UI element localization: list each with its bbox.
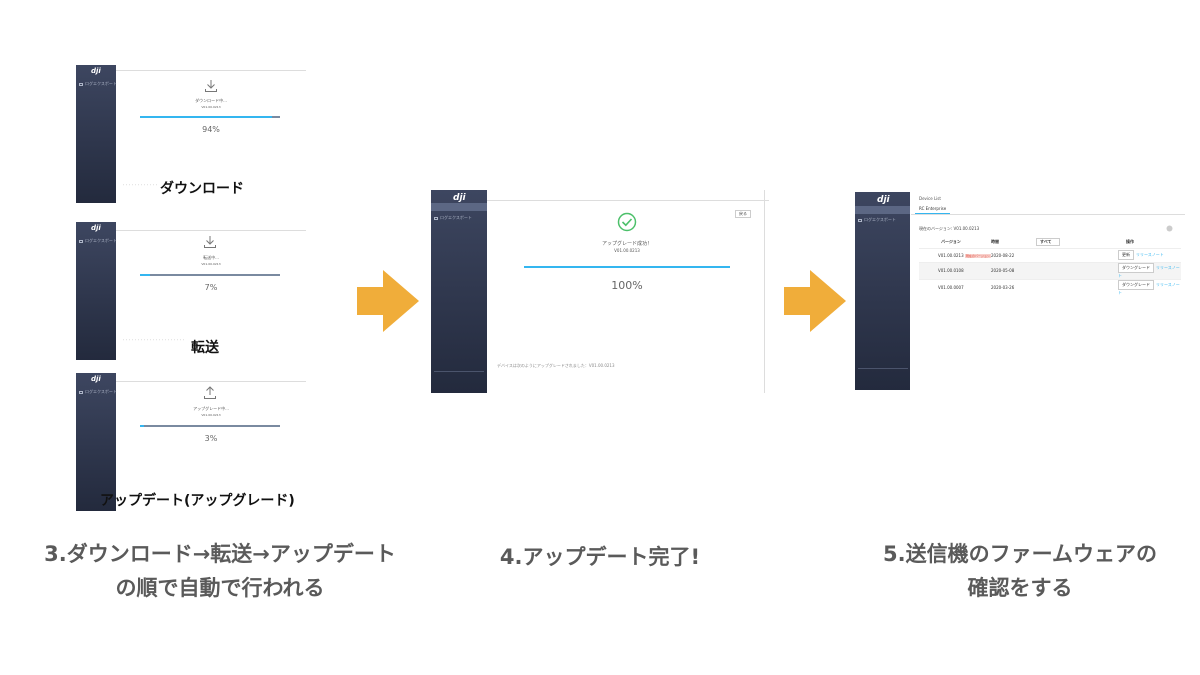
download-icon bbox=[203, 235, 217, 249]
sidebar-item-log-export[interactable]: ログエクスポート bbox=[79, 238, 117, 244]
status-text: アップグレード成功！ bbox=[601, 241, 652, 247]
export-icon bbox=[79, 82, 83, 86]
version-text: V01.00.0213 bbox=[201, 105, 221, 109]
dji-logo: dji bbox=[91, 67, 101, 75]
progress-bar bbox=[140, 274, 280, 276]
upload-icon bbox=[203, 386, 217, 400]
release-notes-link[interactable]: リリースノート bbox=[1118, 281, 1180, 295]
sidebar-item-firmware[interactable] bbox=[855, 206, 910, 214]
progress-bar bbox=[524, 266, 730, 268]
export-icon bbox=[434, 216, 438, 220]
status-text: アップグレード中... bbox=[193, 406, 229, 411]
status-text: 転送中... bbox=[203, 255, 219, 260]
sidebar: dji ログエクスポート bbox=[431, 190, 487, 393]
release-notes-link[interactable]: リリースノート bbox=[1118, 264, 1180, 278]
sidebar: dji ログエクスポート bbox=[76, 373, 117, 511]
sidebar: dji ログエクスポート bbox=[76, 65, 117, 203]
download-label: ダウンロード bbox=[160, 181, 244, 197]
arrow-right-icon bbox=[784, 270, 846, 332]
progress-percent: 3% bbox=[204, 434, 218, 443]
upgrade-screenshot: dji ログエクスポート アップグレード中... V01.00.0213 3% bbox=[76, 373, 306, 511]
download-icon bbox=[204, 79, 218, 93]
export-icon bbox=[858, 218, 862, 222]
version-text: V01.00.0213 bbox=[201, 413, 221, 417]
table-row: V01.00.0108 2020-05-08 ダウングレードリリースノート bbox=[919, 261, 1181, 279]
sidebar-item-log-export[interactable]: ログエクスポート bbox=[79, 81, 117, 87]
downgrade-button[interactable]: ダウングレード bbox=[1118, 279, 1154, 290]
dji-logo: dji bbox=[91, 375, 101, 383]
downgrade-button[interactable]: ダウングレード bbox=[1118, 262, 1154, 273]
footnote-text: デバイスは次のようにアップグレードされました：V01.00.0213 bbox=[497, 363, 615, 368]
transfer-screenshot: dji ログエクスポート 転送中... V01.00.0213 7% ・・・・・… bbox=[76, 222, 306, 360]
progress-percent: 100% bbox=[611, 279, 643, 292]
column-version: バージョン bbox=[941, 238, 961, 244]
download-screenshot: dji ログエクスポート ダウンロード中... V01.00.0213 94% … bbox=[76, 65, 306, 203]
sidebar-footer bbox=[858, 368, 908, 382]
step5-caption: 5.送信機のファームウェアの 確認をする bbox=[883, 542, 1157, 600]
progress-bar bbox=[140, 425, 280, 427]
dji-logo: dji bbox=[453, 193, 466, 203]
progress-bar bbox=[140, 116, 280, 118]
check-circle-icon bbox=[617, 212, 637, 232]
sidebar-footer bbox=[434, 371, 484, 385]
breadcrumb[interactable]: Device List bbox=[919, 196, 941, 201]
arrow-right-icon bbox=[357, 270, 419, 332]
export-icon bbox=[79, 239, 83, 243]
transfer-label: 転送 bbox=[191, 340, 219, 356]
version-text: V01.00.0213 bbox=[614, 248, 640, 253]
progress-percent: 7% bbox=[204, 283, 218, 292]
update-button[interactable]: 更新 bbox=[1118, 250, 1134, 260]
column-time: 時間 bbox=[991, 238, 999, 244]
release-notes-link[interactable]: リリースノート bbox=[1136, 252, 1164, 257]
sidebar-item-log-export[interactable]: ログエクスポート bbox=[79, 389, 117, 395]
sidebar-item-log-export[interactable]: ログエクスポート bbox=[858, 217, 896, 223]
dji-logo: dji bbox=[877, 195, 890, 205]
progress-percent: 94% bbox=[202, 125, 220, 134]
back-button[interactable]: 戻る bbox=[735, 210, 751, 218]
version-text: V01.00.0213 bbox=[201, 262, 221, 266]
upgrade-label: アップデート(アップグレード) bbox=[100, 493, 295, 509]
table-row: V01.00.0007 2020-03-26 ダウングレードリリースノート bbox=[919, 278, 1181, 296]
sidebar-item-firmware[interactable] bbox=[431, 203, 487, 211]
current-version-badge: 現在のバージョン bbox=[964, 253, 991, 258]
info-icon[interactable] bbox=[1166, 225, 1173, 232]
export-icon bbox=[79, 390, 83, 394]
upgrade-complete-screenshot: dji ログエクスポート 戻る アップグレード成功！ V01.00.0213 1… bbox=[431, 190, 769, 393]
sidebar-item-log-export[interactable]: ログエクスポート bbox=[434, 215, 472, 221]
step4-caption: 4.アップデート完了! bbox=[499, 545, 701, 569]
step3-caption: 3.ダウンロード→転送→アップデート の順で自動で行われる bbox=[44, 542, 396, 600]
table-row: V01.00.0213 現在のバージョン 2020-08-22 更新リリースノー… bbox=[919, 247, 1181, 262]
tab-rc-enterprise[interactable]: RC Enterprise bbox=[915, 205, 951, 214]
current-version: 現在のバージョン: V01.00.0213 bbox=[919, 226, 980, 231]
column-operation: 操作 bbox=[1126, 238, 1134, 244]
sidebar: dji ログエクスポート bbox=[855, 192, 910, 390]
dji-logo: dji bbox=[91, 224, 101, 232]
firmware-list-screenshot: dji ログエクスポート Device List RC Enterprise 現… bbox=[855, 192, 1185, 390]
version-table: バージョン 時間 すべて 操作 V01.00.0213 現在のバージョン 202… bbox=[919, 236, 1181, 296]
filter-all-select[interactable]: すべて bbox=[1036, 236, 1096, 248]
status-text: ダウンロード中... bbox=[195, 98, 227, 103]
sidebar: dji ログエクスポート bbox=[76, 222, 117, 360]
